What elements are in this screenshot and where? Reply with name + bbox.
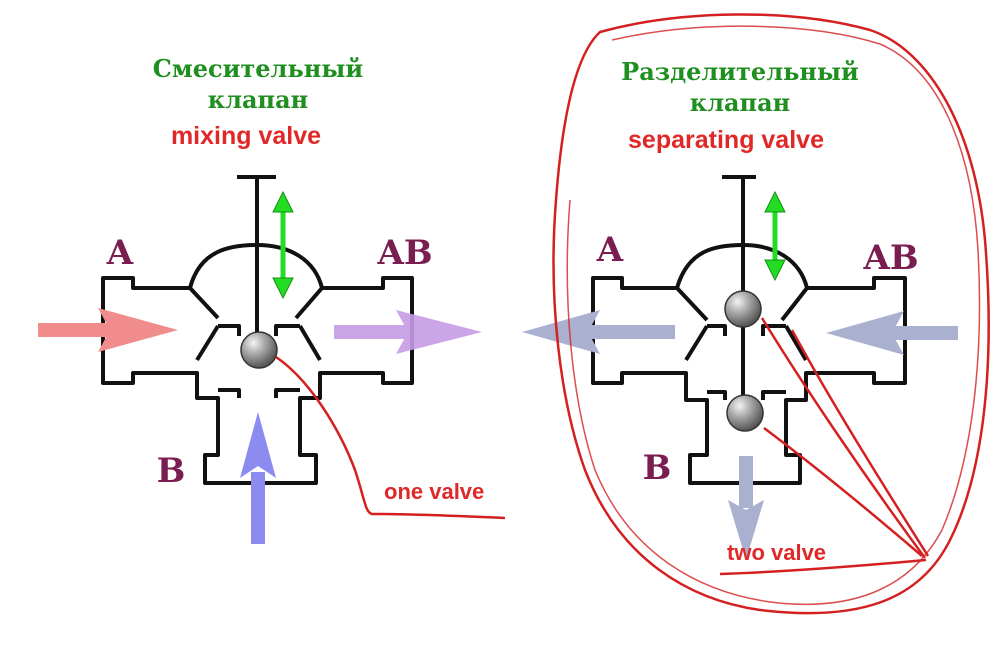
separating-valve-body (591, 175, 907, 485)
separating-outlet-a-arrow (522, 310, 675, 354)
separating-title-ru-line2: клапан (690, 88, 791, 117)
separating-title-en: separating valve (628, 126, 824, 154)
separating-annotation-pointers (719, 317, 930, 576)
mixing-port-a-label: A (106, 233, 134, 273)
mixing-annotation-label: one valve (384, 479, 484, 504)
separating-valve-ball-lower (726, 394, 764, 432)
mixing-annotation-pointer (275, 355, 506, 520)
separating-annotation-label: two valve (727, 540, 826, 565)
mixing-inlet-b-arrow (240, 412, 276, 544)
mixing-stem-movement-arrow (272, 190, 294, 300)
mixing-title-ru-line2: клапан (208, 85, 309, 114)
mixing-title-en: mixing valve (171, 122, 321, 150)
separating-port-ab-label: AB (862, 238, 918, 278)
separating-stem-movement-arrow (764, 190, 786, 282)
separating-port-b-label: B (643, 448, 672, 488)
mixing-valve-diagram: Смесительный клапан mixing valve (38, 54, 506, 544)
mixing-title-ru-line1: Смесительный (153, 54, 363, 83)
separating-valve-ball-upper (724, 290, 762, 328)
separating-title-ru-line1: Разделительный (621, 57, 859, 86)
separating-inlet-ab-arrow (826, 311, 958, 355)
separating-outlet-b-arrow (728, 456, 764, 560)
mixing-port-ab-label: AB (376, 233, 432, 273)
mixing-valve-body (101, 175, 414, 485)
separating-highlight-loop (552, 13, 990, 615)
mixing-port-b-label: B (157, 451, 186, 491)
mixing-valve-ball (240, 331, 278, 369)
separating-highlight-loop-inner (566, 25, 981, 606)
separating-port-a-label: A (596, 230, 624, 270)
separating-valve-diagram: Разделительный клапан separating valve (522, 13, 990, 615)
mixing-inlet-a-arrow (38, 308, 178, 352)
mixing-outlet-ab-arrow (334, 310, 482, 354)
